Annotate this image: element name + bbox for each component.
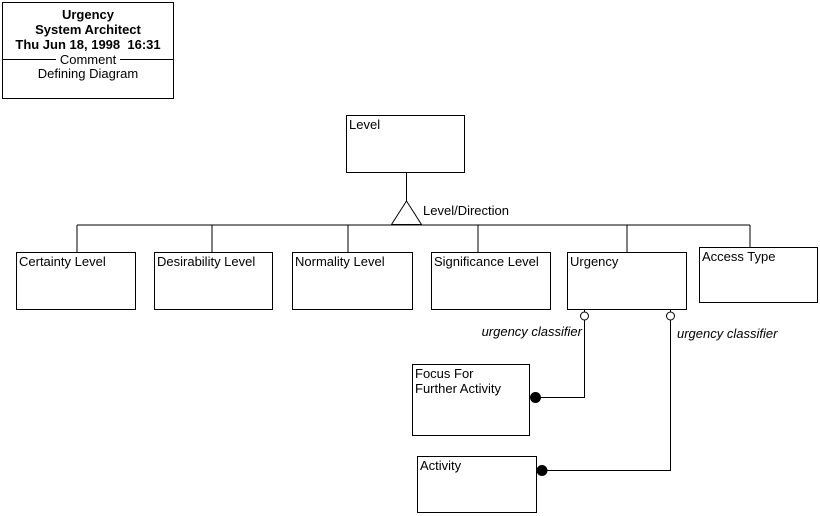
comment-divider: Comment: [3, 52, 174, 67]
comment-section-label: Comment: [59, 52, 117, 67]
node-activity[interactable]: Activity: [417, 456, 537, 513]
focus-connector-line: [540, 320, 585, 398]
inheritance-triangle-icon: [390, 200, 423, 225]
diagram-title-block: Urgency System Architect Thu Jun 18, 199…: [2, 2, 174, 99]
node-normality-level[interactable]: Normality Level: [292, 252, 413, 310]
activity-connector-line: [547, 320, 671, 471]
node-significance-level[interactable]: Significance Level: [431, 252, 551, 310]
classifier-circle-left-icon: [580, 311, 589, 321]
divider-line-right: [120, 59, 174, 60]
node-level[interactable]: Level: [346, 115, 465, 173]
node-label: Normality Level: [295, 254, 385, 269]
diagram-name: Urgency: [61, 7, 115, 22]
node-access-type[interactable]: Access Type: [699, 247, 818, 303]
node-label: Certainty Level: [19, 254, 106, 269]
classifier-label-left: urgency classifier: [481, 324, 582, 339]
classifier-label-right: urgency classifier: [677, 326, 778, 341]
node-label: Focus For Further Activity: [415, 366, 501, 396]
activity-terminator-dot-icon: [536, 465, 548, 476]
diagram-comment: Defining Diagram: [37, 66, 139, 81]
node-label: Level: [349, 117, 381, 132]
tool-name: System Architect: [35, 22, 141, 37]
node-label: Activity: [420, 458, 462, 473]
node-label: Access Type: [702, 249, 776, 264]
focus-terminator-dot-icon: [530, 392, 541, 403]
diagram-timestamp: Thu Jun 18, 1998 16:31: [15, 37, 161, 52]
node-desirability-level[interactable]: Desirability Level: [154, 252, 273, 310]
node-certainty-level[interactable]: Certainty Level: [16, 252, 136, 310]
classifier-circle-right-icon: [666, 311, 675, 321]
branch-label: Level/Direction: [423, 203, 509, 218]
node-label: Significance Level: [434, 254, 539, 269]
node-urgency[interactable]: Urgency: [567, 252, 687, 310]
divider-line-left: [3, 59, 56, 60]
node-label: Desirability Level: [157, 254, 256, 269]
node-focus-for-further-activity[interactable]: Focus For Further Activity: [412, 364, 530, 436]
node-label: Urgency: [570, 254, 619, 269]
